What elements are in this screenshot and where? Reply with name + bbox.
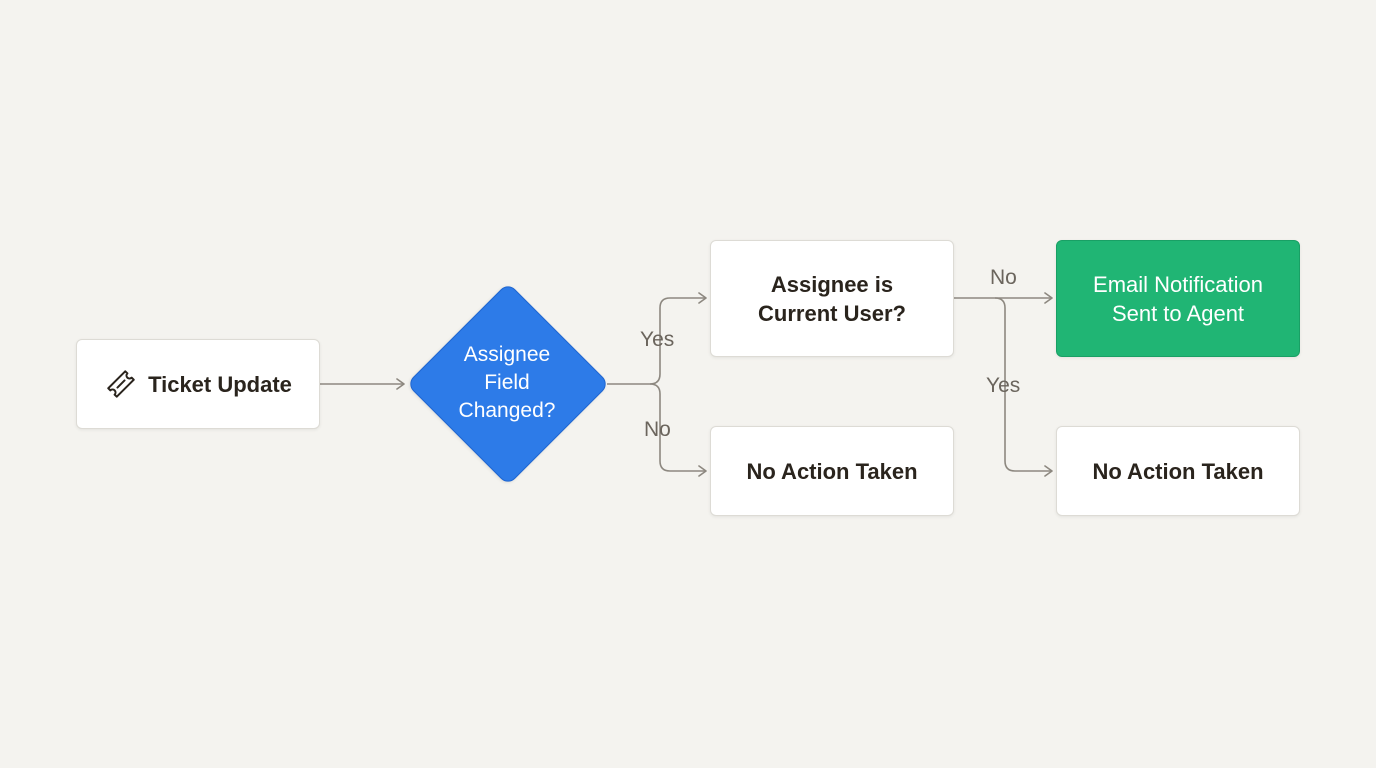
edge-label-changed-yes: Yes — [640, 328, 675, 351]
ticket-update-label: Ticket Update — [148, 371, 292, 397]
connector-decision-yes — [649, 292, 707, 385]
connector-current-user-yes — [994, 297, 1053, 477]
no-action-label-1: No Action Taken — [746, 458, 918, 484]
ticket-icon — [104, 367, 138, 401]
no-action-node-2: No Action Taken — [1056, 426, 1300, 516]
no-action-node-1: No Action Taken — [710, 426, 954, 516]
ticket-update-node: Ticket Update — [76, 339, 320, 429]
edge-label-current-user-yes: Yes — [986, 374, 1021, 397]
assignee-changed-decision: Assignee Field Changed? — [406, 282, 610, 486]
connector-decision-no — [649, 383, 707, 477]
assignee-current-user-label: Assignee is Current User? — [758, 271, 906, 326]
email-notification-label: Email Notification Sent to Agent — [1093, 271, 1263, 326]
edge-label-current-user-no: No — [990, 266, 1017, 289]
email-notification-node: Email Notification Sent to Agent — [1056, 240, 1300, 357]
edge-label-changed-no: No — [644, 418, 671, 441]
assignee-current-user-node: Assignee is Current User? — [710, 240, 954, 357]
no-action-label-2: No Action Taken — [1092, 458, 1264, 484]
assignee-changed-label: Assignee Field Changed? — [458, 343, 556, 422]
